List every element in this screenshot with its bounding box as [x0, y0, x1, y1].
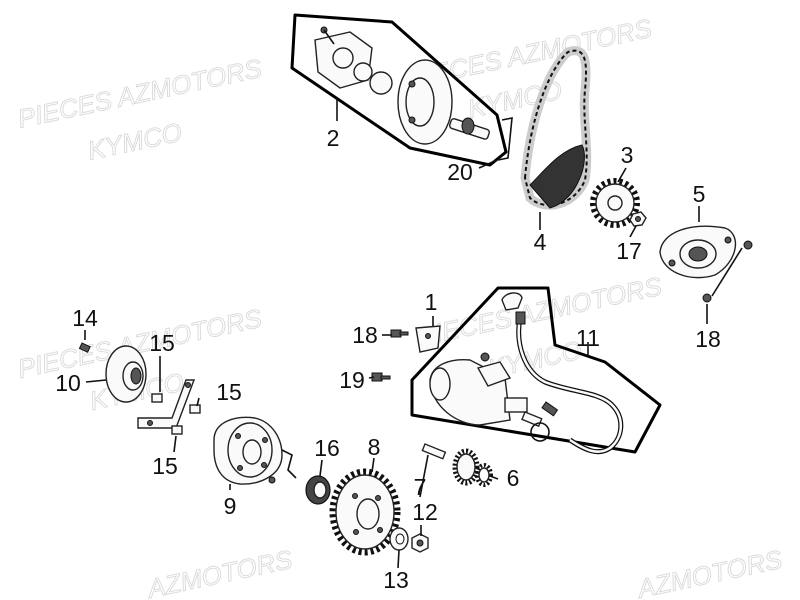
callout-10: 10 — [55, 370, 81, 396]
washer-13 — [389, 527, 409, 551]
oil-pump-frame — [290, 13, 508, 167]
callout-20: 20 — [447, 159, 473, 185]
callout-17: 17 — [616, 238, 642, 264]
watermark-text: AZMOTORS — [633, 544, 785, 600]
callout-9: 9 — [224, 493, 237, 519]
chain-links — [529, 144, 585, 209]
relay-bracket — [415, 325, 441, 353]
bolt-icon — [743, 240, 753, 250]
watermark-text: PIECES AZMOTORS — [15, 53, 265, 134]
spring-bracket — [137, 379, 196, 429]
callout-4: 4 — [534, 229, 547, 255]
pump-cover-hole — [332, 47, 354, 69]
idle-shaft — [421, 443, 447, 460]
callout-8: 8 — [368, 434, 381, 460]
inner-rotor — [353, 62, 373, 82]
sprocket-nut — [629, 211, 647, 227]
starter-shaft — [521, 411, 543, 428]
callout-7: 7 — [414, 474, 427, 500]
callout-13: 13 — [383, 567, 409, 593]
screw-18-left — [390, 329, 409, 338]
outer-rotor — [369, 71, 393, 95]
sprocket — [590, 178, 640, 228]
watermark-text: KYMCO — [85, 117, 184, 166]
callout-1: 1 — [425, 289, 438, 315]
callout-15b: 15 — [216, 379, 242, 405]
callout-labels: 1 2 3 4 5 6 7 8 9 10 11 12 13 14 15 15 1… — [55, 125, 721, 593]
nut-12 — [411, 533, 429, 553]
watermark-text: AZMOTORS — [143, 544, 295, 600]
screw-19 — [371, 372, 391, 382]
callout-14: 14 — [72, 305, 98, 331]
needle-bearing — [305, 475, 331, 505]
callout-3: 3 — [621, 142, 634, 168]
callout-18b: 18 — [695, 326, 721, 352]
callout-15a: 15 — [149, 330, 175, 356]
starter-frame — [410, 286, 662, 454]
bearing-cover — [659, 225, 753, 303]
idle-gear — [452, 448, 493, 487]
watermark-text: PIECES AZMOTORS — [415, 271, 665, 352]
leader-lines — [84, 98, 708, 569]
callout-18a: 18 — [352, 322, 378, 348]
callout-19: 19 — [339, 367, 365, 393]
callout-12: 12 — [412, 499, 438, 525]
callout-16: 16 — [314, 435, 340, 461]
bolt-icon — [702, 293, 712, 303]
roller-15a — [151, 393, 163, 403]
roller-15b — [189, 404, 201, 414]
callout-6: 6 — [507, 465, 520, 491]
roller-15c — [171, 425, 183, 435]
terminal-boot — [501, 292, 523, 311]
oil-pump-assembly — [290, 13, 513, 167]
o-ring — [530, 422, 550, 442]
driven-gear — [329, 468, 401, 556]
starter-motor-assembly — [410, 286, 662, 455]
callout-15c: 15 — [152, 453, 178, 479]
key-14 — [78, 342, 91, 353]
starter-clutch-plate — [105, 345, 147, 403]
drive-chain — [520, 46, 592, 210]
starter-clutch — [213, 416, 297, 485]
callout-5: 5 — [693, 181, 706, 207]
pin-20 — [497, 117, 513, 161]
bolt-icon — [268, 476, 276, 484]
callout-11: 11 — [576, 325, 600, 351]
callout-2: 2 — [327, 125, 340, 151]
